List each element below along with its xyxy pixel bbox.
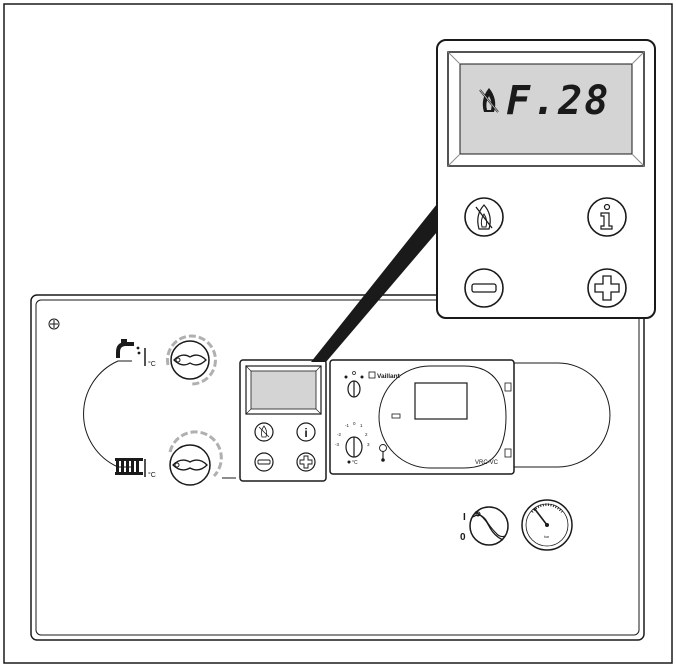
switch-on-label: I xyxy=(463,512,466,523)
dial-tick-label: 1 xyxy=(360,423,363,428)
svg-text:°C: °C xyxy=(148,360,156,368)
small-minus-button[interactable] xyxy=(254,452,274,472)
thermometer-icon xyxy=(379,444,387,462)
plus-button[interactable] xyxy=(587,268,627,308)
brand-logo-icon xyxy=(368,371,376,379)
right-pill-outline xyxy=(512,362,611,468)
dial-tick-label: 0 xyxy=(353,421,356,426)
vrc-control-module: VRC-VC Vaillant -1 0 1 -2 2 -3 3 °C xyxy=(329,359,515,475)
display-module xyxy=(239,359,327,482)
error-code-readout: F.28 xyxy=(506,78,610,124)
small-flame-button[interactable] xyxy=(254,422,274,442)
hot-water-knob[interactable] xyxy=(166,334,217,386)
hot-water-tap-icon: °C xyxy=(116,339,156,368)
gauge-unit: bar xyxy=(544,535,550,539)
heating-knob[interactable] xyxy=(168,430,236,486)
dial-tick-label: 3 xyxy=(367,442,370,447)
screw-icon xyxy=(48,318,60,330)
dial-tick-label: -2 xyxy=(337,432,341,437)
lcd-flame-off-icon xyxy=(479,88,499,113)
dial-tick-label: -1 xyxy=(345,423,349,428)
heating-radiator-icon: °C xyxy=(115,458,156,479)
small-info-glyph: i xyxy=(304,426,307,440)
mode-selector-knob[interactable] xyxy=(344,371,364,398)
dial-tick-label: 2 xyxy=(365,432,368,437)
small-plus-button[interactable] xyxy=(296,452,316,472)
switch-off-label: 0 xyxy=(460,532,466,543)
small-info-button[interactable]: i xyxy=(296,422,316,442)
info-button[interactable] xyxy=(587,197,627,237)
temp-correction-knob[interactable]: -1 0 1 -2 2 -3 3 °C xyxy=(335,421,370,466)
brand-name: Vaillant xyxy=(377,373,401,380)
zoom-callout-wedge xyxy=(311,204,437,362)
flame-off-button[interactable] xyxy=(464,197,504,237)
dial-unit: °C xyxy=(352,460,358,466)
zoomed-display-panel: F.28 xyxy=(436,39,656,319)
left-pill-outline xyxy=(83,360,132,468)
minus-button[interactable] xyxy=(464,268,504,308)
module-label: VRC-VC xyxy=(475,460,499,466)
main-power-switch[interactable]: I 0 xyxy=(460,506,509,546)
pressure-gauge: bar xyxy=(521,499,573,551)
dial-tick-label: -3 xyxy=(335,442,339,447)
svg-text:°C: °C xyxy=(148,471,156,479)
